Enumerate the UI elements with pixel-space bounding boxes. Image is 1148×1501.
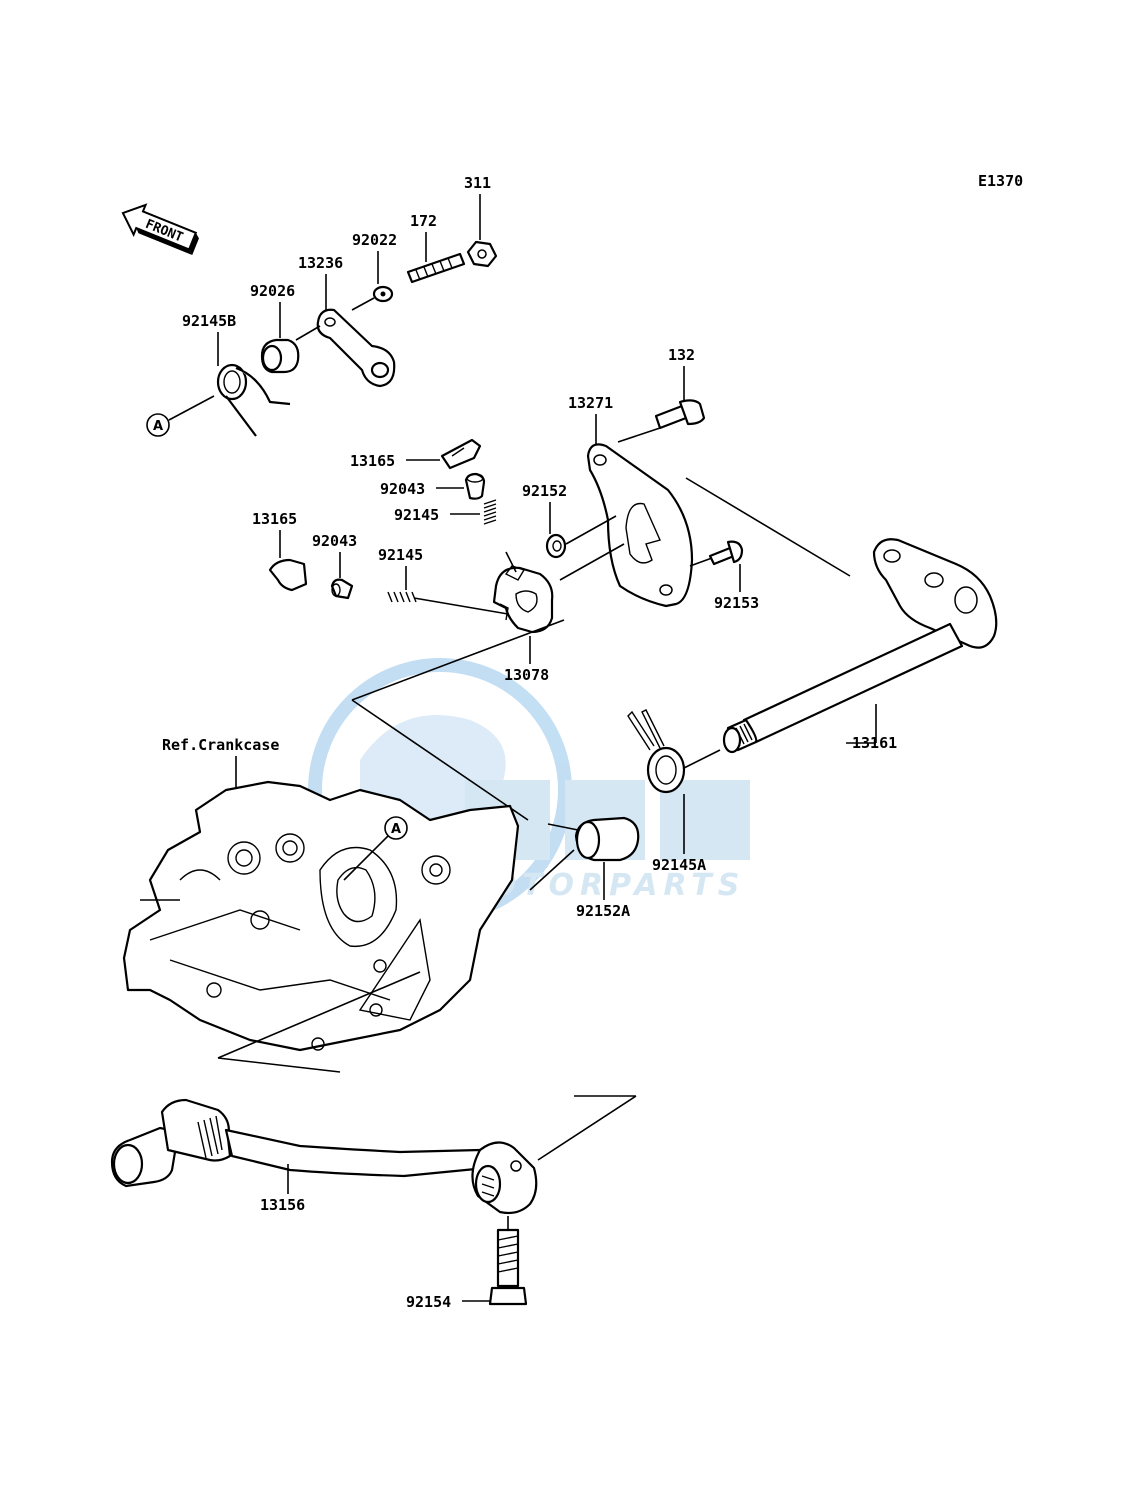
guide-plate-13271 bbox=[586, 443, 694, 608]
label-92022: 92022 bbox=[352, 231, 397, 249]
bolt-92154 bbox=[488, 1228, 528, 1306]
bolt-132 bbox=[654, 399, 706, 430]
callout-a-label-crankcase: A bbox=[391, 822, 401, 837]
label-92154: 92154 bbox=[406, 1293, 451, 1311]
nut-311 bbox=[466, 240, 498, 268]
label-311: 311 bbox=[464, 174, 491, 192]
label-132: 132 bbox=[668, 346, 695, 364]
label-92043-upper: 92043 bbox=[380, 480, 425, 498]
label-172: 172 bbox=[410, 212, 437, 230]
callout-a-marker: A bbox=[146, 413, 170, 437]
front-arrow-icon: FRONT bbox=[121, 203, 199, 256]
pin-92043-upper bbox=[464, 472, 486, 500]
shift-shaft-13161 bbox=[722, 538, 998, 754]
callout-a-label: A bbox=[153, 419, 163, 434]
screw-92153 bbox=[708, 540, 744, 566]
spring-92145-lower bbox=[387, 591, 417, 603]
washer-92152 bbox=[545, 533, 567, 559]
pawl-13165-upper bbox=[440, 438, 482, 470]
stud-172 bbox=[406, 252, 466, 284]
label-13165-upper: 13165 bbox=[350, 452, 395, 470]
ratchet-13078 bbox=[492, 565, 554, 634]
label-92145-lower: 92145 bbox=[378, 546, 423, 564]
crankcase-ref bbox=[122, 780, 520, 1052]
label-92153: 92153 bbox=[714, 594, 759, 612]
pin-92043-lower bbox=[330, 578, 354, 600]
label-13165-lower: 13165 bbox=[252, 510, 297, 528]
label-13236: 13236 bbox=[298, 254, 343, 272]
ref-crankcase-label: Ref.Crankcase bbox=[162, 736, 279, 754]
callout-a-marker-crankcase: A bbox=[384, 816, 408, 840]
label-92043-lower: 92043 bbox=[312, 532, 357, 550]
label-13078: 13078 bbox=[504, 666, 549, 684]
label-92145B: 92145B bbox=[182, 312, 236, 330]
label-92152: 92152 bbox=[522, 482, 567, 500]
label-92152A: 92152A bbox=[576, 902, 630, 920]
spring-92145-upper bbox=[483, 499, 497, 525]
label-92145A: 92145A bbox=[652, 856, 706, 874]
label-92026: 92026 bbox=[250, 282, 295, 300]
diagram-code: E1370 bbox=[978, 172, 1023, 190]
shift-pedal-13156 bbox=[110, 1098, 538, 1215]
plate-13236 bbox=[316, 308, 396, 388]
washer-92022 bbox=[372, 285, 394, 303]
collar-92152A bbox=[574, 816, 640, 862]
spring-92145A bbox=[627, 709, 686, 794]
label-92145-upper: 92145 bbox=[394, 506, 439, 524]
collar-92026 bbox=[260, 338, 300, 374]
label-13271: 13271 bbox=[568, 394, 613, 412]
pawl-13165-lower bbox=[268, 558, 308, 592]
label-13156: 13156 bbox=[260, 1196, 305, 1214]
spring-92145B bbox=[216, 363, 291, 437]
